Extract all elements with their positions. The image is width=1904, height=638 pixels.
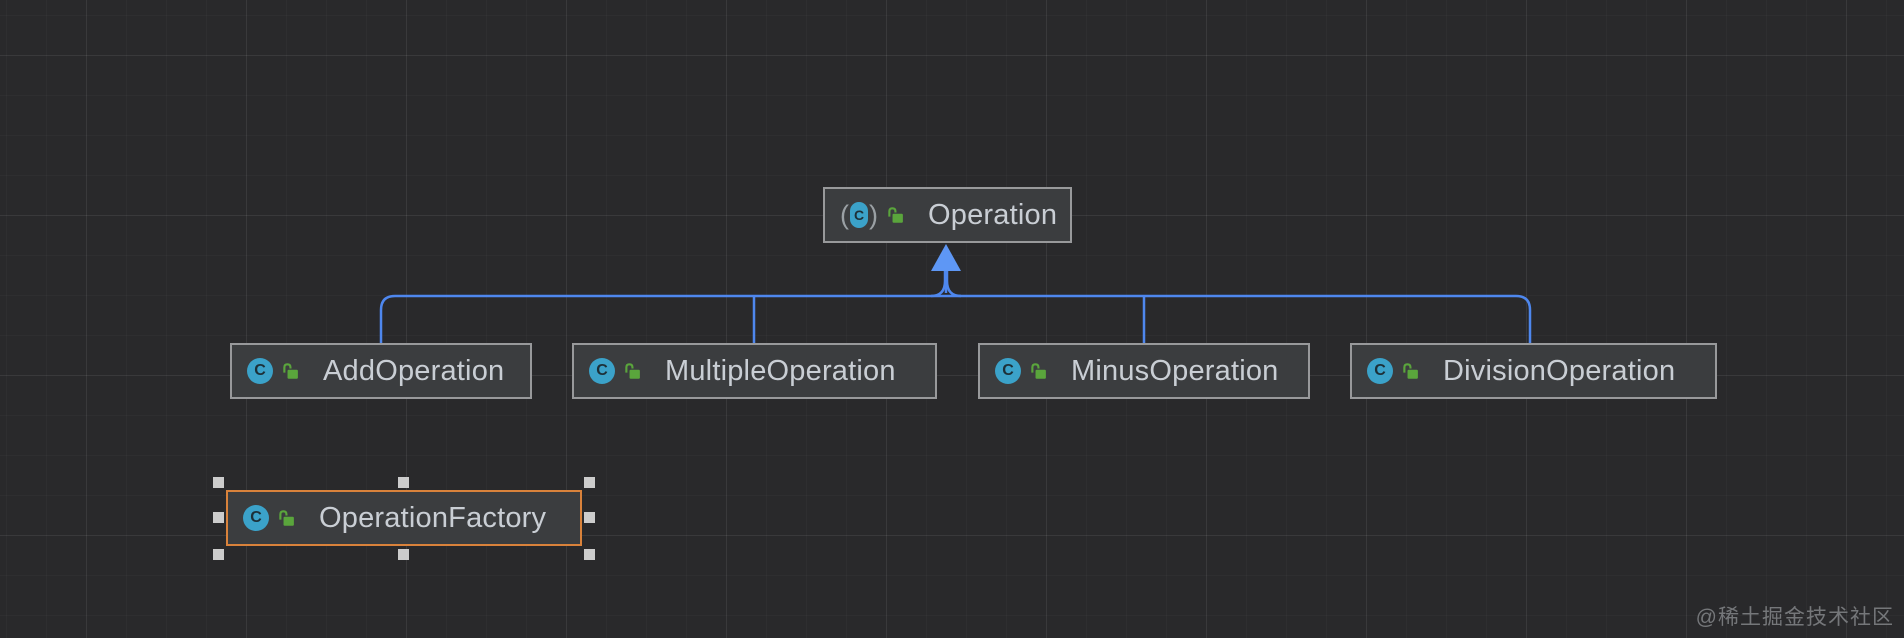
inheritance-arrow-icon (931, 244, 961, 271)
selection-handle[interactable] (213, 477, 224, 488)
abstract-class-pill: C (850, 202, 868, 228)
class-letter: C (596, 362, 608, 379)
class-node-multipleoperation[interactable]: C MultipleOperation (572, 343, 937, 399)
class-node-minusoperation[interactable]: C MinusOperation (978, 343, 1310, 399)
class-node-divisionoperation[interactable]: C DivisionOperation (1350, 343, 1717, 399)
paren-glyph: ( (840, 200, 849, 230)
unlocked-icon (625, 363, 640, 379)
class-name-label: MultipleOperation (665, 354, 896, 387)
class-icon: C (243, 505, 269, 531)
selection-handle[interactable] (584, 477, 595, 488)
selection-handle[interactable] (398, 477, 409, 488)
unlocked-icon (888, 207, 903, 223)
class-icon: C (247, 358, 273, 384)
selection-handle[interactable] (213, 512, 224, 523)
abstract-class-icon: ( C ) (840, 200, 878, 230)
paren-glyph: ) (869, 200, 878, 230)
class-node-addoperation[interactable]: C AddOperation (230, 343, 532, 399)
class-icon: C (589, 358, 615, 384)
unlocked-icon (1403, 363, 1418, 379)
selection-handle[interactable] (584, 549, 595, 560)
unlocked-icon (283, 363, 298, 379)
class-name-label: MinusOperation (1071, 354, 1279, 387)
class-name-label: DivisionOperation (1443, 354, 1676, 387)
class-letter: C (1002, 362, 1014, 379)
class-letter: C (853, 207, 865, 223)
class-letter: C (1374, 362, 1386, 379)
selection-handle[interactable] (584, 512, 595, 523)
class-name-label: AddOperation (323, 354, 505, 387)
class-icon: C (995, 358, 1021, 384)
selection-handle[interactable] (398, 549, 409, 560)
class-letter: C (254, 362, 266, 379)
unlocked-icon (1031, 363, 1046, 379)
class-node-operation[interactable]: ( C ) Operation (823, 187, 1072, 243)
class-name-label: OperationFactory (319, 501, 547, 534)
class-node-operationfactory[interactable]: C OperationFactory (226, 490, 582, 546)
selection-handle[interactable] (213, 549, 224, 560)
unlocked-icon (279, 510, 294, 526)
class-letter: C (250, 509, 262, 526)
watermark-text: @稀土掘金技术社区 (1695, 606, 1894, 629)
class-name-label: Operation (928, 198, 1058, 231)
class-icon: C (1367, 358, 1393, 384)
